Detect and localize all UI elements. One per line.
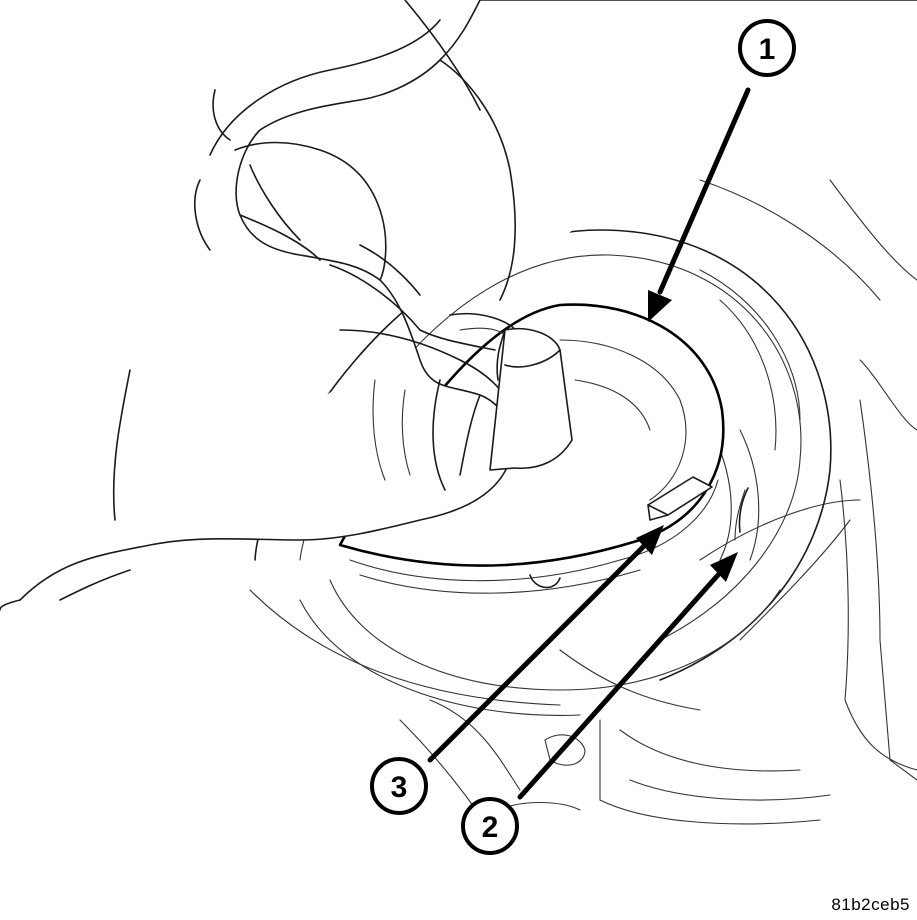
callout-2: 2	[461, 797, 519, 855]
locking-tab	[647, 476, 713, 521]
callout-3-label: 3	[391, 771, 408, 804]
figure-id: 81b2ceb5	[831, 895, 910, 914]
callout-1-label: 1	[759, 33, 776, 66]
tool-knob	[489, 327, 573, 471]
callout-1: 1	[738, 19, 796, 77]
callout-leader-2	[517, 552, 738, 800]
callout-leader-1	[648, 87, 751, 322]
callout-2-label: 2	[482, 811, 499, 844]
callout-leader-3	[427, 525, 664, 763]
callout-3: 3	[370, 757, 428, 815]
hand	[0, 0, 917, 611]
